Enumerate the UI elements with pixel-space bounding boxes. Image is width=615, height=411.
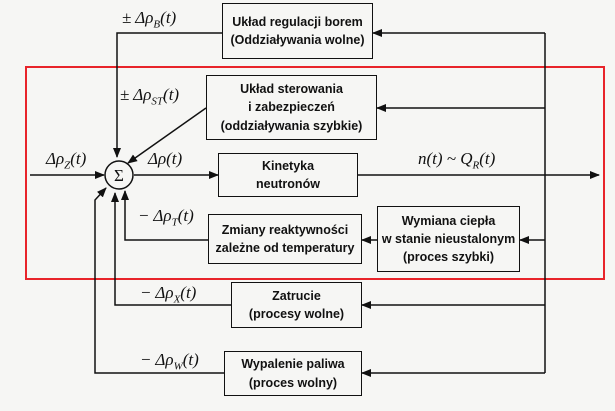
block-boron-control: Układ regulacji borem (Oddziaływania wol…	[222, 3, 373, 59]
summing-symbol: Σ	[114, 166, 124, 185]
control-feedback	[127, 107, 207, 164]
block-neutron-kinetics-label: Kinetyka neutronów	[256, 158, 320, 191]
summing-junction	[104, 160, 134, 190]
block-heat-exchange: Wymiana ciepła w stanie nieustalonym (pr…	[377, 206, 520, 272]
signal-rho-t: − ΔρT(t)	[138, 206, 194, 229]
signal-rho-x: − ΔρX(t)	[140, 283, 197, 306]
signal-rho: Δρ(t)	[148, 149, 183, 168]
block-fuel-burnup: Wypalenie paliwa (proces wolny)	[224, 351, 362, 396]
signal-rho-z: ΔρZ(t)	[46, 149, 87, 172]
block-heat-exchange-label: Wymiana ciepła w stanie nieustalonym (pr…	[381, 213, 516, 265]
block-temperature-reactivity-label: Zmiany reaktywności zależne od temperatu…	[215, 222, 355, 255]
block-boron-control-label: Układ regulacji borem (Oddziaływania wol…	[230, 14, 365, 47]
xenon-feedback	[111, 192, 231, 306]
block-fuel-burnup-label: Wypalenie paliwa (proces wolny)	[241, 357, 345, 390]
signal-output: n(t) ~ QR(t)	[418, 149, 496, 172]
signal-rho-st: ± ΔρST(t)	[120, 85, 180, 108]
block-temperature-reactivity: Zmiany reaktywności zależne od temperatu…	[208, 214, 362, 264]
signal-rho-b: ± ΔρB(t)	[122, 8, 177, 31]
block-xenon-poisoning-label: Zatrucie (procesy wolne)	[248, 288, 345, 321]
highlight-frame	[25, 66, 605, 280]
boron-feedback	[113, 32, 222, 158]
block-xenon-poisoning: Zatrucie (procesy wolne)	[231, 282, 362, 328]
block-control-protection-label: Układ sterowania i zabezpieczeń (oddział…	[220, 82, 363, 133]
burnup-feedback	[94, 187, 224, 374]
block-control-protection: Układ sterowania i zabezpieczeń (oddział…	[206, 75, 377, 140]
temperature-feedback	[121, 190, 208, 241]
signal-rho-w: − ΔρW(t)	[140, 350, 199, 373]
block-neutron-kinetics: Kinetyka neutronów	[218, 153, 358, 197]
